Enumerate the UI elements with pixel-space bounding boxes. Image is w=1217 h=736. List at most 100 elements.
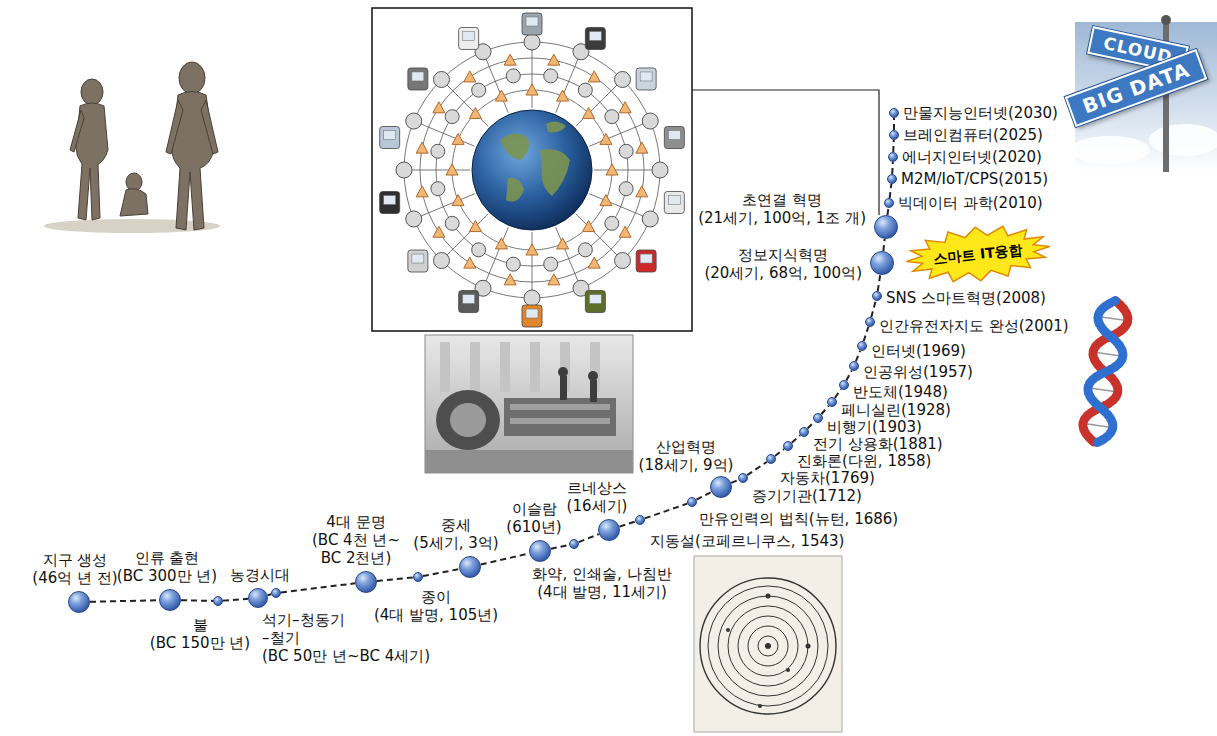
network-relay (464, 257, 476, 268)
label-line: 르네상스 (567, 479, 628, 497)
network-relay (469, 107, 481, 118)
label-line: (4대 발명, 105년) (374, 606, 498, 624)
network-ring (452, 90, 612, 250)
timeline-link (551, 545, 569, 549)
copernican-system-engraving (700, 578, 836, 714)
copernican-system-engraving (708, 586, 828, 706)
industrial-revolution-photo (510, 404, 610, 410)
timeline-link (423, 569, 459, 576)
timeline-link (864, 327, 869, 342)
network-relay (583, 107, 595, 118)
network-relay (433, 102, 445, 113)
network-relay (557, 238, 569, 249)
event-dot: 브레인컴퓨터(2025) (889, 130, 899, 140)
device-icon (380, 191, 400, 213)
label-line: 인터넷(1969) (871, 342, 966, 360)
device-screen (640, 254, 652, 263)
label-line: (5세기, 3억) (413, 534, 498, 552)
era-circle: 4대 문명 (BC 4천 년~ BC 2천년) (355, 571, 377, 593)
milestone-label: 전기 상용화(1881) (813, 435, 943, 453)
industrial-revolution-photo (470, 342, 480, 392)
network-spoke (532, 42, 533, 108)
label-line: 비행기(1903) (827, 418, 922, 436)
device-body (380, 191, 400, 213)
device-icon (522, 305, 542, 327)
industrial-revolution-photo (425, 450, 633, 473)
copernican-system-engraving (748, 626, 788, 666)
event-dot: 인공위성(1957) (849, 361, 859, 371)
event-dot: 인터넷(1969) (857, 341, 867, 351)
device-screen (463, 31, 475, 40)
inset-leader-line (692, 90, 879, 215)
label-line: 불 (150, 616, 250, 634)
device-icon (585, 27, 605, 49)
industrial-revolution-photo (558, 367, 598, 402)
event-dot: 만물지능인터넷(2030) (889, 108, 899, 118)
label-line: 반도체(1948) (853, 383, 948, 401)
smart-it-starburst: 스마트 IT융합 (902, 219, 1053, 290)
network-relay (504, 274, 516, 285)
milestone-label: 인터넷(1969) (871, 342, 966, 360)
event-dot: 인간유전자지도 완성(2001) (865, 317, 875, 327)
device-body (664, 127, 684, 149)
era-circle: 이슬람 (610년) (529, 540, 551, 562)
device-screen (526, 309, 538, 318)
network-node (544, 257, 558, 271)
milestone-label: 초연결 혁명 (21세기, 100억, 1조 개) (698, 191, 866, 227)
era-circle: 농경시대 (248, 588, 268, 608)
label-line: 에너지인터넷(2020) (902, 148, 1042, 166)
era-circle: 인류 출현 (BC 300만 년) (159, 589, 181, 611)
device-icon (636, 68, 656, 90)
timeline-link (808, 422, 815, 429)
timeline-link (579, 534, 599, 542)
hyper-connection-inset (500, 133, 529, 160)
network-relay (452, 133, 464, 144)
hyper-connection-inset (540, 149, 570, 196)
timeline-link (223, 599, 248, 601)
network-spoke (404, 170, 470, 171)
network-relay (469, 221, 481, 232)
network-relay (588, 71, 600, 82)
timeline-link (696, 492, 711, 500)
milestone-label: 페니실린(1928) (841, 401, 951, 419)
label-line: (4대 발명, 11세기) (532, 583, 671, 601)
network-relay (588, 257, 600, 268)
network-relay (583, 221, 595, 232)
device-body (664, 191, 684, 213)
network-relay (636, 186, 648, 197)
device-body (522, 13, 542, 35)
label-line: 지동설(코페르니쿠스, 1543) (650, 532, 844, 550)
milestone-label: M2M/IoT/CPS(2015) (901, 170, 1048, 188)
timeline-link (883, 239, 884, 251)
event-dot: 반도체(1948) (839, 380, 849, 390)
device-body (636, 68, 656, 90)
network-node (472, 243, 486, 257)
dna-helix (1081, 299, 1131, 446)
hyper-connection-inset (472, 110, 592, 230)
industrial-revolution-photo (560, 376, 567, 400)
device-icon (664, 191, 684, 213)
copernican-system-engraving (766, 594, 771, 599)
industrial-revolution-photo (425, 335, 633, 473)
device-screen (589, 295, 601, 304)
timeline-link (846, 370, 851, 380)
label-line: (16세기) (567, 497, 628, 515)
timeline-link (281, 583, 355, 592)
label-line: 자동차(1769) (780, 469, 875, 487)
network-relay (433, 226, 445, 237)
timeline-link (645, 504, 688, 519)
device-body (585, 291, 605, 313)
label-line: 만유인력의 법칙(뉴턴, 1686) (699, 510, 898, 528)
milestone-label: 만유인력의 법칙(뉴턴, 1686) (699, 510, 898, 528)
label-line: 증기기관(1712) (752, 487, 862, 505)
era-circle: 지구 생성 (46억 년 전) (68, 591, 90, 613)
network-relay (557, 90, 569, 101)
era-circle: 중세 (5세기, 3억) (459, 556, 481, 578)
copernican-system-engraving (726, 594, 811, 709)
label-line: 인류 출현 (117, 549, 217, 567)
milestone-label: 에너지인터넷(2020) (902, 148, 1042, 166)
early-humans-illustration (201, 100, 218, 154)
milestone-label: 4대 문명 (BC 4천 년~ BC 2천년) (312, 513, 400, 567)
timeline-link (747, 462, 767, 475)
network-node (578, 83, 592, 97)
